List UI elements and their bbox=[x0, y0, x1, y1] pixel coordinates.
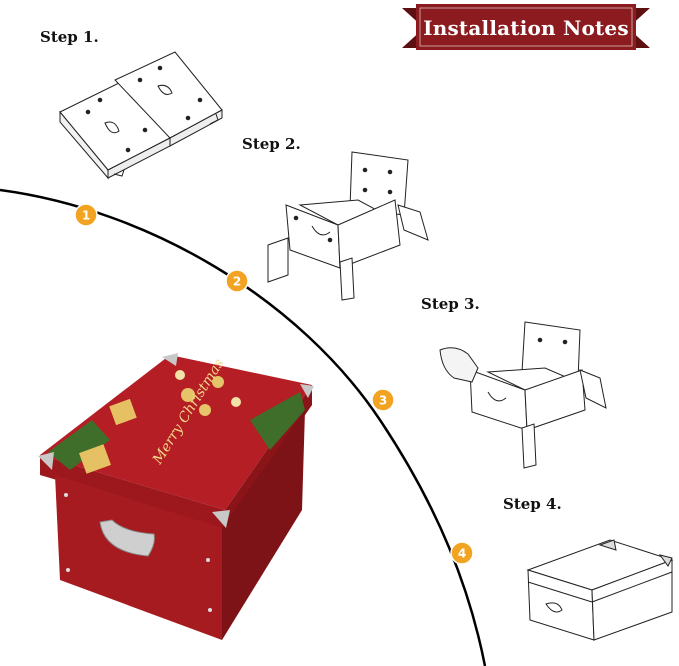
step-1-label: Step 1. bbox=[40, 28, 99, 46]
step-3-drawing bbox=[439, 321, 607, 469]
badge-2: 2 bbox=[225, 269, 249, 293]
badge-3: 3 bbox=[371, 388, 395, 412]
step-4-label: Step 4. bbox=[503, 495, 562, 513]
step-1-drawing bbox=[59, 51, 223, 180]
badge-3-number: 3 bbox=[379, 394, 387, 408]
progress-curve bbox=[0, 188, 487, 666]
badge-1: 1 bbox=[74, 203, 98, 227]
badge-2-number: 2 bbox=[233, 275, 241, 289]
badge-4: 4 bbox=[450, 541, 474, 565]
step-2-drawing bbox=[267, 151, 429, 301]
product-box-photo bbox=[38, 353, 314, 640]
title-banner: Installation Notes bbox=[402, 2, 650, 54]
step-4-drawing bbox=[526, 539, 674, 641]
badge-1-number: 1 bbox=[82, 209, 90, 223]
step-2-label: Step 2. bbox=[242, 135, 301, 153]
page-title: Installation Notes bbox=[423, 16, 629, 40]
step-3-label: Step 3. bbox=[421, 295, 480, 313]
badge-4-number: 4 bbox=[458, 547, 466, 561]
banner-ribbon bbox=[402, 4, 650, 50]
